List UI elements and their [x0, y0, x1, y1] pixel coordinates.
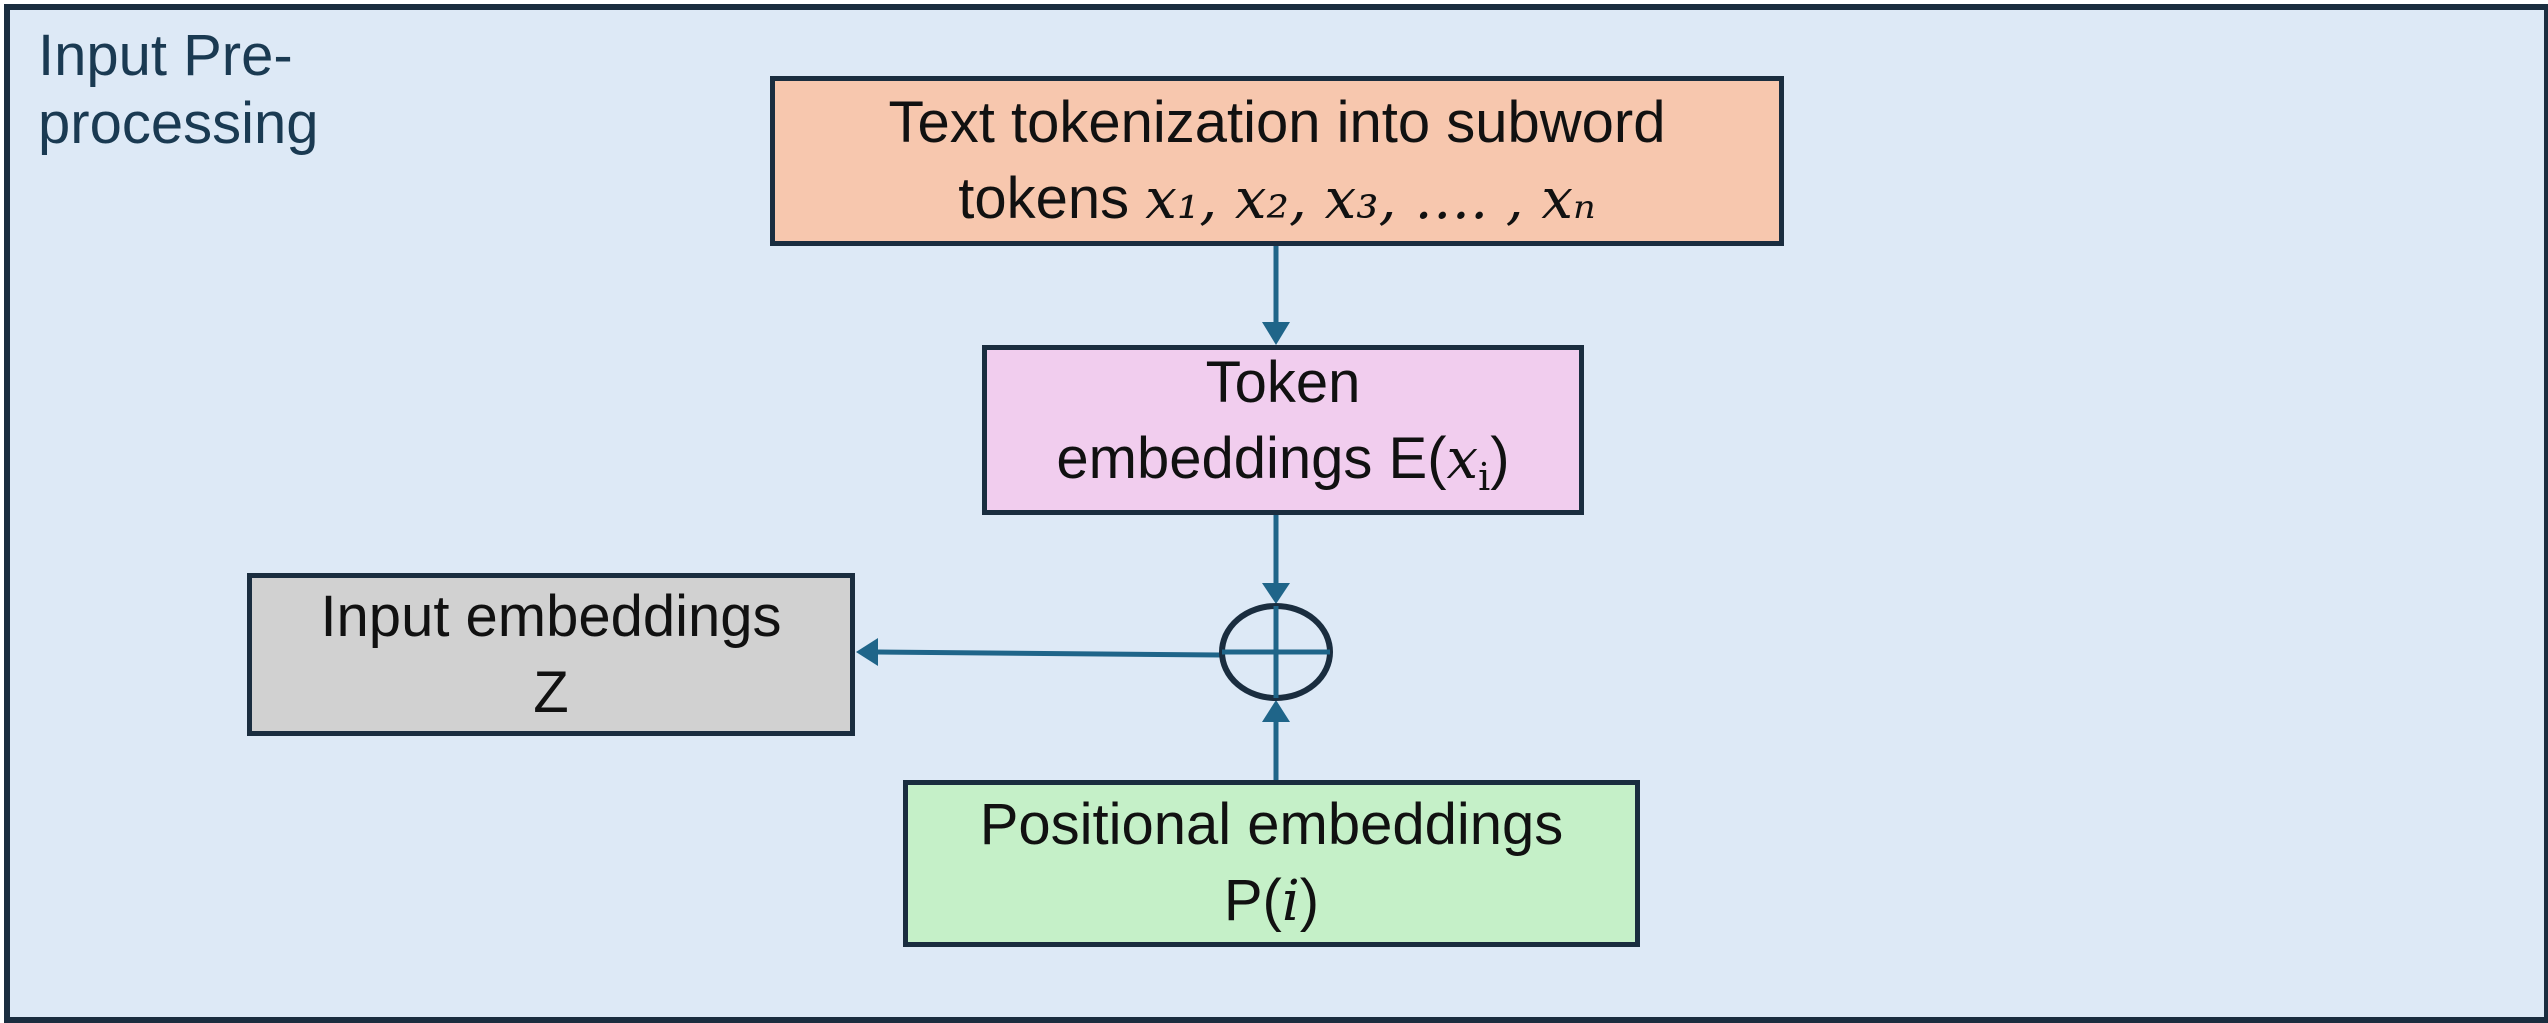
positional-embeddings-var: i: [1281, 869, 1300, 934]
positional-embeddings-line1: Positional embeddings: [979, 792, 1564, 857]
arrow-sum-to-input-embeddings: [856, 638, 1221, 666]
input-embeddings-line2: Z: [533, 659, 569, 725]
section-title-line1: Input Pre-: [38, 23, 293, 88]
input-embeddings-node: Input embeddings Z: [247, 573, 855, 736]
input-embeddings-line1: Input embeddings: [320, 583, 782, 649]
token-embeddings-line2-text: embeddings E(: [1056, 426, 1447, 491]
positional-embeddings-line2-close: ): [1299, 868, 1320, 933]
token-embeddings-var: xi: [1446, 427, 1491, 499]
arrow-tokenization-to-token-embeddings: [1262, 246, 1290, 345]
token-embeddings-var-x: x: [1446, 427, 1479, 492]
token-embeddings-line1: Token: [1205, 350, 1361, 415]
tokenization-node: Text tokenization into subword tokens x₁…: [770, 76, 1784, 246]
tokenization-line2: tokens x₁, x₂, x₃, …. , xₙ: [958, 161, 1595, 238]
tokenization-line2-text: tokens: [958, 165, 1146, 231]
tokenization-line1: Text tokenization into subword: [888, 89, 1666, 155]
arrow-positional-to-sum: [1262, 700, 1290, 780]
sum-operator-icon: [1219, 603, 1333, 701]
positional-embeddings-line2-text: P(: [1223, 868, 1282, 933]
section-title: Input Pre- processing: [38, 22, 318, 158]
token-embeddings-node: Token embeddings E(xi): [982, 345, 1584, 515]
token-embeddings-line2: embeddings E(xi): [1056, 421, 1509, 515]
arrow-token-embeddings-to-sum: [1262, 515, 1290, 604]
section-title-line2: processing: [38, 91, 319, 156]
tokenization-sequence-math: x₁, x₂, x₃, …. , xₙ: [1145, 166, 1596, 232]
token-embeddings-var-sub: i: [1478, 455, 1491, 499]
positional-embeddings-node: Positional embeddings P(i): [903, 780, 1640, 947]
token-embeddings-line2-close: ): [1490, 426, 1510, 491]
positional-embeddings-line2: P(i): [1224, 863, 1319, 940]
